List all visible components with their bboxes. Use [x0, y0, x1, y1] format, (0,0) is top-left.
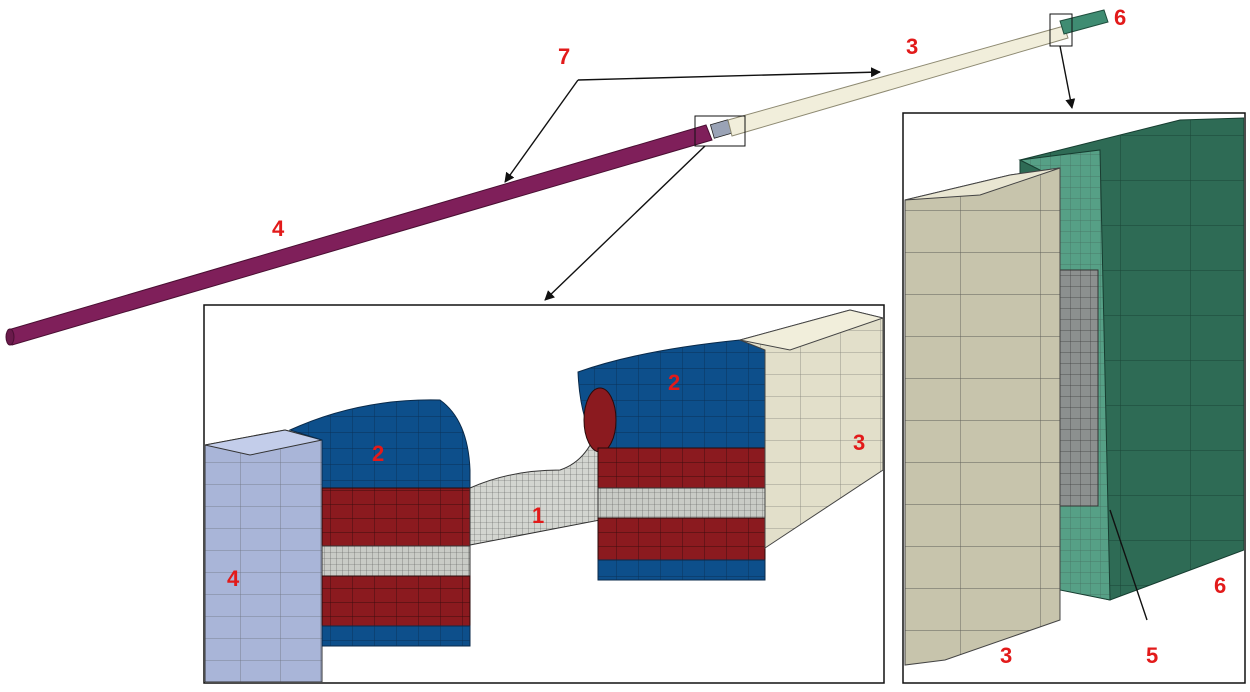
label-1-specimen: 1	[532, 503, 545, 528]
label-6-top: 6	[1114, 5, 1127, 30]
callout-box-absorber	[1049, 13, 1073, 47]
arrow-7-to-input	[504, 79, 579, 183]
inset-absorber	[902, 112, 1246, 684]
output-bar-rod	[727, 25, 1069, 137]
overview-assembly	[5, 9, 1109, 346]
arrow-7-to-output	[577, 67, 881, 81]
label-4-top: 4	[272, 216, 285, 241]
label-7-top: 7	[558, 44, 571, 69]
arrow-to-left-inset	[544, 145, 706, 301]
label-6-right-inset: 6	[1214, 573, 1227, 598]
label-3-right-inset: 3	[1000, 643, 1013, 668]
arrow-to-right-inset	[1059, 45, 1076, 109]
label-2-right-clamp: 2	[668, 370, 681, 395]
input-bar-end	[5, 328, 15, 346]
arrow-5	[1109, 509, 1148, 621]
inset-specimen	[203, 304, 885, 684]
right-clamp-bore	[583, 387, 617, 453]
label-5-right-inset: 5	[1146, 643, 1159, 668]
label-4-left-inset: 4	[227, 566, 240, 591]
label-3-top: 3	[906, 34, 919, 59]
label-2-left-clamp: 2	[372, 441, 385, 466]
callout-box-specimen	[694, 115, 746, 147]
label-3-left-inset: 3	[853, 430, 866, 455]
